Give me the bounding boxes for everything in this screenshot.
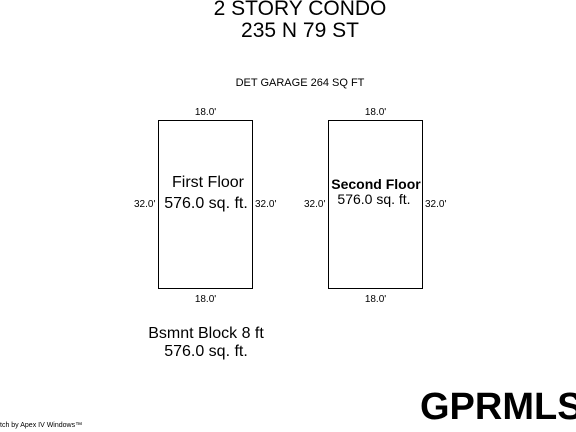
second-floor-bottom-dimension: 18.0' bbox=[364, 294, 387, 305]
second-floor-top-dimension: 18.0' bbox=[364, 107, 387, 118]
basement-name: Bsmnt Block 8 ft bbox=[148, 325, 264, 342]
first-floor-right-dimension: 32.0' bbox=[255, 199, 277, 210]
diagram-title: 2 STORY CONDO bbox=[213, 0, 387, 20]
first-floor-area: 576.0 sq. ft. bbox=[164, 195, 248, 212]
second-floor-left-dimension: 32.0' bbox=[304, 199, 326, 210]
software-credit: tch by Apex IV Windows™ bbox=[0, 422, 83, 429]
basement-area: 576.0 sq. ft. bbox=[164, 343, 248, 360]
first-floor-name: First Floor bbox=[172, 174, 244, 191]
second-floor-name: Second Floor bbox=[331, 176, 421, 192]
first-floor-left-dimension: 32.0' bbox=[134, 199, 156, 210]
first-floor-outline bbox=[158, 120, 253, 289]
second-floor-area: 576.0 sq. ft. bbox=[337, 191, 411, 207]
diagram-address: 235 N 79 ST bbox=[241, 19, 359, 42]
garage-label: DET GARAGE 264 SQ FT bbox=[235, 77, 365, 89]
second-floor-outline bbox=[328, 120, 423, 289]
first-floor-top-dimension: 18.0' bbox=[194, 107, 217, 118]
second-floor-right-dimension: 32.0' bbox=[425, 199, 447, 210]
gprmls-logo: GPRMLS bbox=[420, 386, 576, 428]
first-floor-bottom-dimension: 18.0' bbox=[194, 294, 217, 305]
